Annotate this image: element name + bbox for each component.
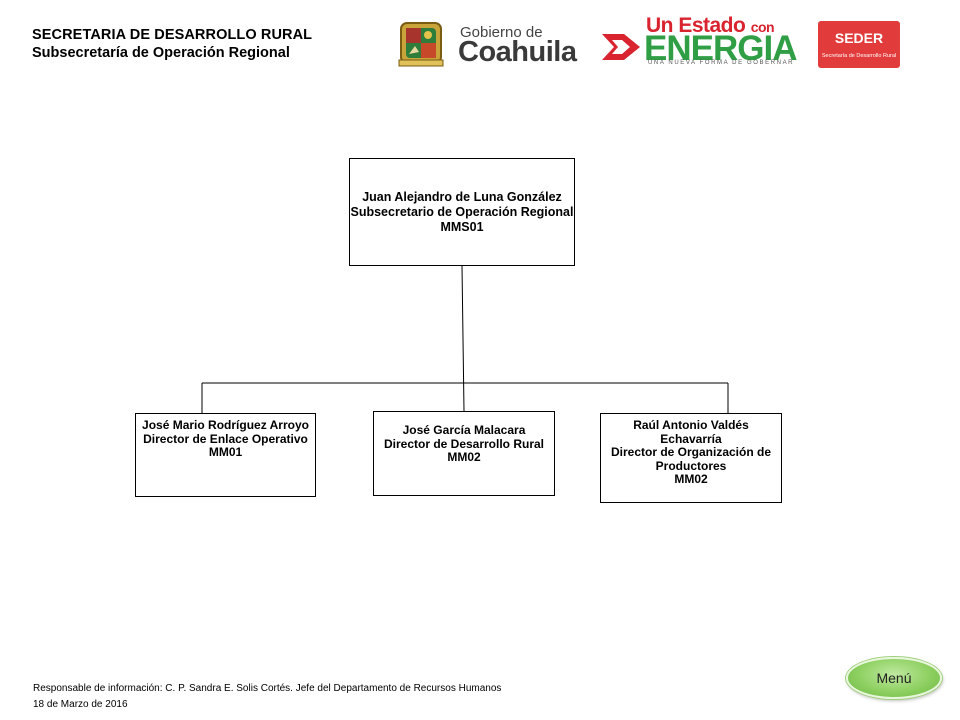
org-right-name: Raúl Antonio Valdés Echavarría — [633, 418, 749, 446]
seder-logo: SEDER Secretaría de Desarrollo Rural — [818, 21, 900, 68]
footer-responsible: Responsable de información: C. P. Sandra… — [33, 683, 502, 694]
org-top-code: MMS01 — [440, 219, 484, 234]
org-middle-code: MM02 — [447, 450, 481, 464]
org-left-name: José Mario Rodríguez Arroyo — [142, 418, 309, 432]
org-top-role: Subsecretario de Operación Regional — [350, 204, 574, 219]
org-right-role: Director de Organización de Productores — [610, 445, 772, 473]
menu-button[interactable]: Menú — [846, 657, 942, 699]
header-title: SECRETARIA DE DESARROLLO RURAL — [32, 27, 313, 43]
seder-logo-name: SEDER — [834, 30, 884, 46]
energia-logo-tagline: UNA NUEVA FORMA DE GOBERNAR — [648, 60, 795, 66]
energia-logo-big-text: ENERGIA — [644, 29, 797, 68]
coahuila-logo-small-text: Gobierno de — [460, 24, 543, 41]
org-box-desarrollo-rural: José García Malacara Director de Desarro… — [373, 411, 555, 496]
org-box-enlace-operativo: José Mario Rodríguez Arroyo Director de … — [135, 413, 316, 497]
energia-arrow-icon — [602, 34, 640, 60]
connector-top-vertical — [461, 265, 465, 412]
energia-logo-top-text: Un Estado con — [646, 14, 775, 37]
org-box-subsecretario: Juan Alejandro de Luna González Subsecre… — [349, 158, 575, 266]
org-top-name: Juan Alejandro de Luna González — [362, 189, 562, 204]
header-subtitle: Subsecretaría de Operación Regional — [32, 45, 290, 61]
org-left-role: Director de Enlace Operativo — [143, 431, 308, 446]
coahuila-logo-big-text: Coahuila — [458, 36, 577, 68]
seder-logo-subtitle: Secretaría de Desarrollo Rural — [821, 53, 897, 59]
org-middle-name: José García Malacara — [402, 423, 526, 437]
footer: Responsable de información: C. P. Sandra… — [33, 681, 501, 713]
gobierno-coahuila-logo: Gobierno de Coahuila — [458, 24, 593, 68]
header: SECRETARIA DE DESARROLLO RURAL Subsecret… — [32, 26, 312, 62]
coahuila-shield-logo — [393, 20, 449, 68]
footer-date: 18 de Marzo de 2016 — [33, 699, 128, 710]
org-middle-role: Director de Desarrollo Rural — [383, 436, 545, 451]
org-right-code: MM02 — [674, 472, 708, 486]
estado-energia-logo: Un Estado con ENERGIA UNA NUEVA FORMA DE… — [600, 14, 800, 70]
org-left-code: MM01 — [208, 445, 243, 459]
org-box-organizacion-productores: Raúl Antonio Valdés Echavarría Director … — [600, 413, 782, 503]
